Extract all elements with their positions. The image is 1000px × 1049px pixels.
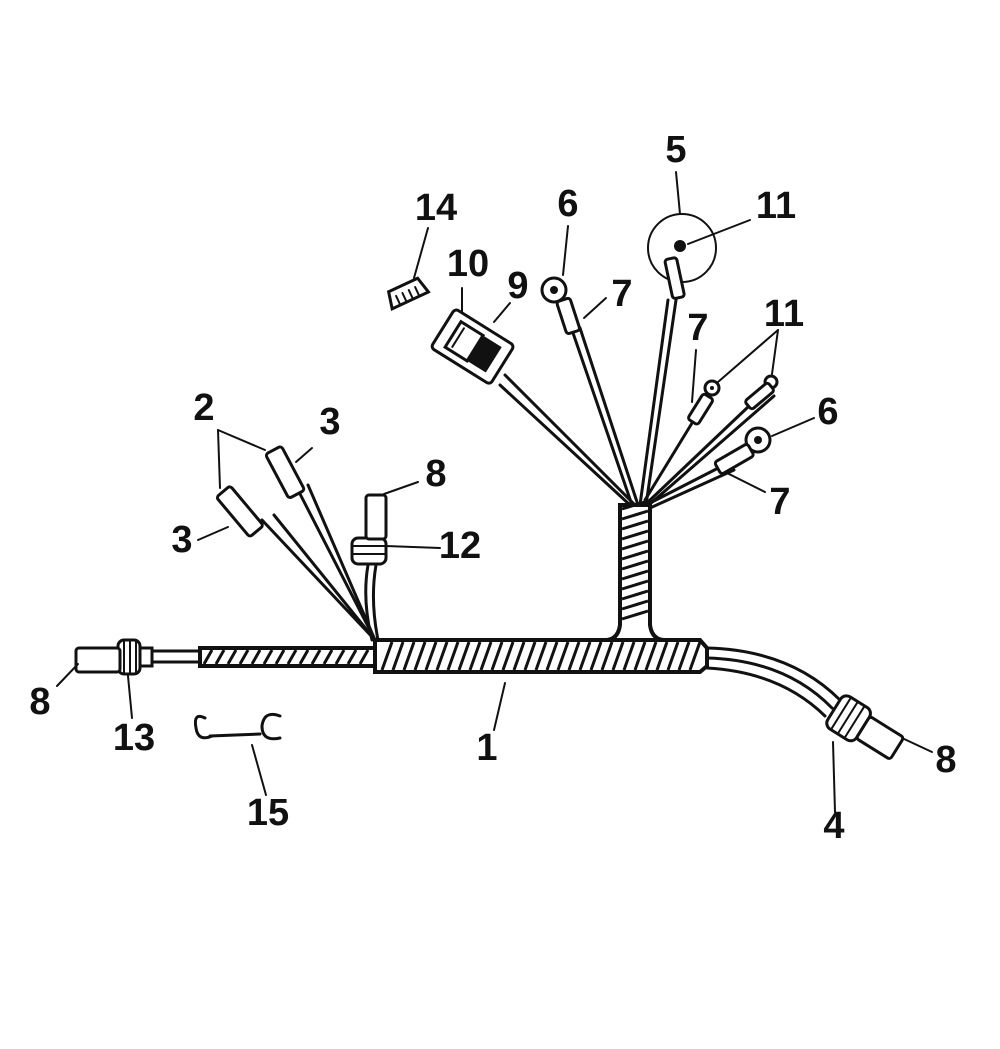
ring-terminal-right (713, 426, 772, 475)
wrap-hatch-line (545, 641, 559, 671)
callout-11-pair: 11 (764, 293, 804, 335)
wrap-hatch-line (621, 599, 649, 611)
callout-8-left: 8 (29, 681, 50, 723)
disc-terminal (647, 213, 717, 300)
wrap-hatch-line (202, 649, 214, 665)
wrap-hatch-line (298, 649, 310, 665)
wrap-hatch-line (611, 641, 625, 671)
wrap-hatch-line (677, 641, 691, 671)
wrap-hatch-line (621, 529, 649, 541)
callout-7-right: 7 (769, 481, 790, 523)
wrap-hatch-line (391, 641, 405, 671)
callout-6-right: 6 (817, 391, 838, 433)
hose-clip (193, 712, 282, 741)
callout-8-right: 8 (935, 739, 956, 781)
callout-7-top: 7 (611, 273, 632, 315)
wrap-hatch-line (655, 641, 669, 671)
callout-3-upper: 3 (319, 401, 340, 443)
wrap-hatch-line (479, 641, 493, 671)
plug-connector (430, 308, 515, 385)
callout-labels: 1 2 3 3 4 5 6 6 7 7 7 8 8 8 9 10 11 11 1… (29, 129, 956, 847)
wrap-hatch-line (457, 641, 471, 671)
wrap-hatch-line (262, 649, 274, 665)
wrap-hatch-line (214, 649, 226, 665)
wrap-hatch-line (346, 649, 358, 665)
wrap-hatch-line (621, 509, 649, 521)
wrap-hatch-line (688, 641, 702, 671)
right-lead (705, 646, 905, 760)
connector-clip (386, 276, 431, 311)
wrap-hatch-line (633, 641, 647, 671)
wrap-hatch-line (578, 641, 592, 671)
wrap-hatch-line (435, 641, 449, 671)
wrap-hatch-line (621, 579, 649, 591)
wrap-hatch-line (556, 641, 570, 671)
callout-4: 4 (823, 805, 844, 847)
main-harness (198, 499, 709, 674)
callout-13: 13 (113, 717, 155, 759)
wrap-hatch-line (512, 641, 526, 671)
callout-8-upper: 8 (425, 453, 446, 495)
wrap-hatch-line (226, 649, 238, 665)
wrap-hatch-line (286, 649, 298, 665)
callout-11-top: 11 (756, 185, 796, 227)
wrap-hatch-line (621, 549, 649, 561)
wrap-hatch-line (567, 641, 581, 671)
wrap-hatch-line (446, 641, 460, 671)
wrap-hatch-line (666, 641, 680, 671)
wrap-hatch-line (424, 641, 438, 671)
wrap-hatch-line (380, 641, 394, 671)
left-lead (74, 638, 202, 676)
callout-5: 5 (665, 129, 686, 171)
wrap-hatch-line (468, 641, 482, 671)
callout-3-lower: 3 (171, 519, 192, 561)
wrap-hatch-line (402, 641, 416, 671)
wrap-hatch-line (413, 641, 427, 671)
wrap-hatch-line (250, 649, 262, 665)
wrap-hatch-line (490, 641, 504, 671)
wrap-hatch-line (600, 641, 614, 671)
wrap-hatch-line (621, 589, 649, 601)
wrap-hatch-line (589, 641, 603, 671)
wrap-hatch-line (238, 649, 250, 665)
wrap-hatch-line (622, 641, 636, 671)
callout-2: 2 (193, 387, 214, 429)
wrap-hatch-line (274, 649, 286, 665)
wrap-hatch-line (621, 539, 649, 551)
ring-terminal-top (540, 276, 581, 336)
wrap-hatch-line (621, 609, 649, 621)
wrap-hatch-line (644, 641, 658, 671)
wrap-hatch-line (334, 649, 346, 665)
wrap-hatch-line (534, 641, 548, 671)
callout-7-mid: 7 (687, 307, 708, 349)
callout-15: 15 (247, 792, 289, 834)
wrap-hatch-line (501, 641, 515, 671)
wrap-hatch-line (523, 641, 537, 671)
callout-12: 12 (439, 525, 481, 567)
wrap-hatch-line (621, 519, 649, 531)
callout-6-top: 6 (557, 183, 578, 225)
wrap-hatch-line (310, 649, 322, 665)
wrap-hatch-line (621, 559, 649, 571)
wrap-hatch-line (358, 649, 370, 665)
callout-9: 9 (507, 265, 528, 307)
callout-14: 14 (415, 187, 457, 229)
eyelet-terminals (687, 374, 779, 426)
wrap-hatch-line (621, 569, 649, 581)
left-branch-wires (215, 445, 388, 642)
callout-10: 10 (447, 243, 489, 285)
callout-1: 1 (476, 727, 497, 769)
leader-lines (56, 171, 933, 813)
wrap-hatch-line (322, 649, 334, 665)
